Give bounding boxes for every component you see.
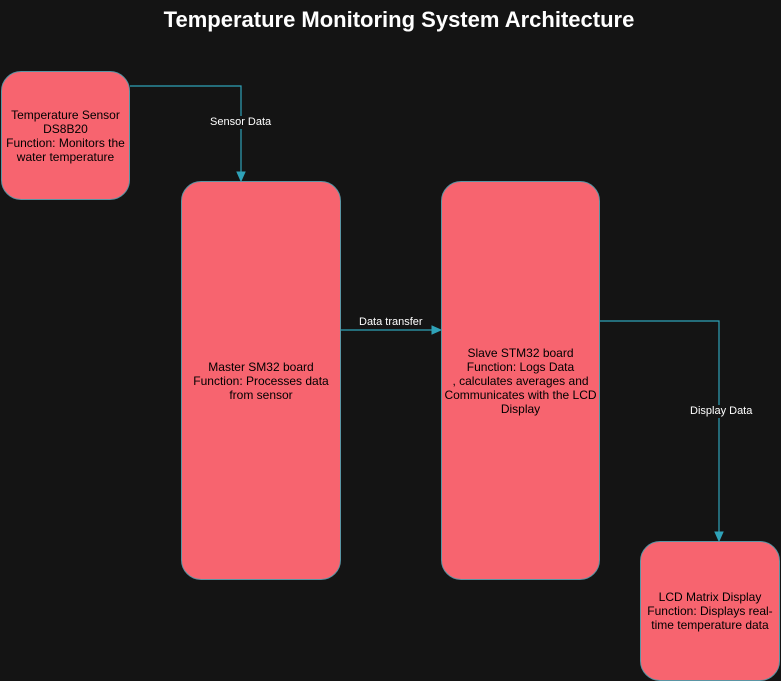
node-master-board[interactable]: Master SM32 board Function: Processes da… xyxy=(181,181,341,580)
node-master-line-2: Function: Processes data xyxy=(193,373,329,388)
node-slave-line-2: Function: Logs Data xyxy=(466,359,575,374)
node-slave-board[interactable]: Slave STM32 board Function: Logs Data , … xyxy=(441,181,600,580)
node-sensor-line-4: water temperature xyxy=(16,149,115,164)
node-lcd-line-1: LCD Matrix Display xyxy=(658,590,762,604)
edge-slave-to-lcd xyxy=(600,320,720,532)
node-sensor-line-2: DS8B20 xyxy=(43,121,88,136)
node-slave-line-4: Communicates with the LCD xyxy=(444,387,597,402)
node-slave-line-1: Slave STM32 board xyxy=(467,345,574,360)
arrowhead-master-icon xyxy=(236,171,246,183)
node-sensor-line-1: Temperature Sensor xyxy=(11,107,120,122)
node-sensor-line-3: Function: Monitors the xyxy=(6,135,125,150)
edge-label-data-transfer: Data transfer xyxy=(358,316,424,329)
diagram-title: Temperature Monitoring System Architectu… xyxy=(163,7,635,32)
node-lcd-line-3: time temperature data xyxy=(651,618,769,632)
node-master-line-1: Master SM32 board xyxy=(208,359,314,374)
edge-sensor-to-master xyxy=(130,85,242,172)
node-master-line-3: from sensor xyxy=(229,387,293,402)
node-slave-line-5: Display xyxy=(500,401,541,416)
edge-label-sensor-data: Sensor Data xyxy=(209,116,273,129)
node-lcd-line-2: Function: Displays real- xyxy=(647,604,773,618)
node-slave-line-3: , calculates averages and xyxy=(452,373,589,388)
edge-label-display-data: Display Data xyxy=(689,405,754,418)
arrowhead-lcd-icon xyxy=(714,531,724,543)
node-lcd-display[interactable]: LCD Matrix Display Function: Displays re… xyxy=(640,541,780,681)
arrowhead-slave-icon xyxy=(431,325,443,335)
node-temperature-sensor[interactable]: Temperature Sensor DS8B20 Function: Moni… xyxy=(1,71,130,200)
